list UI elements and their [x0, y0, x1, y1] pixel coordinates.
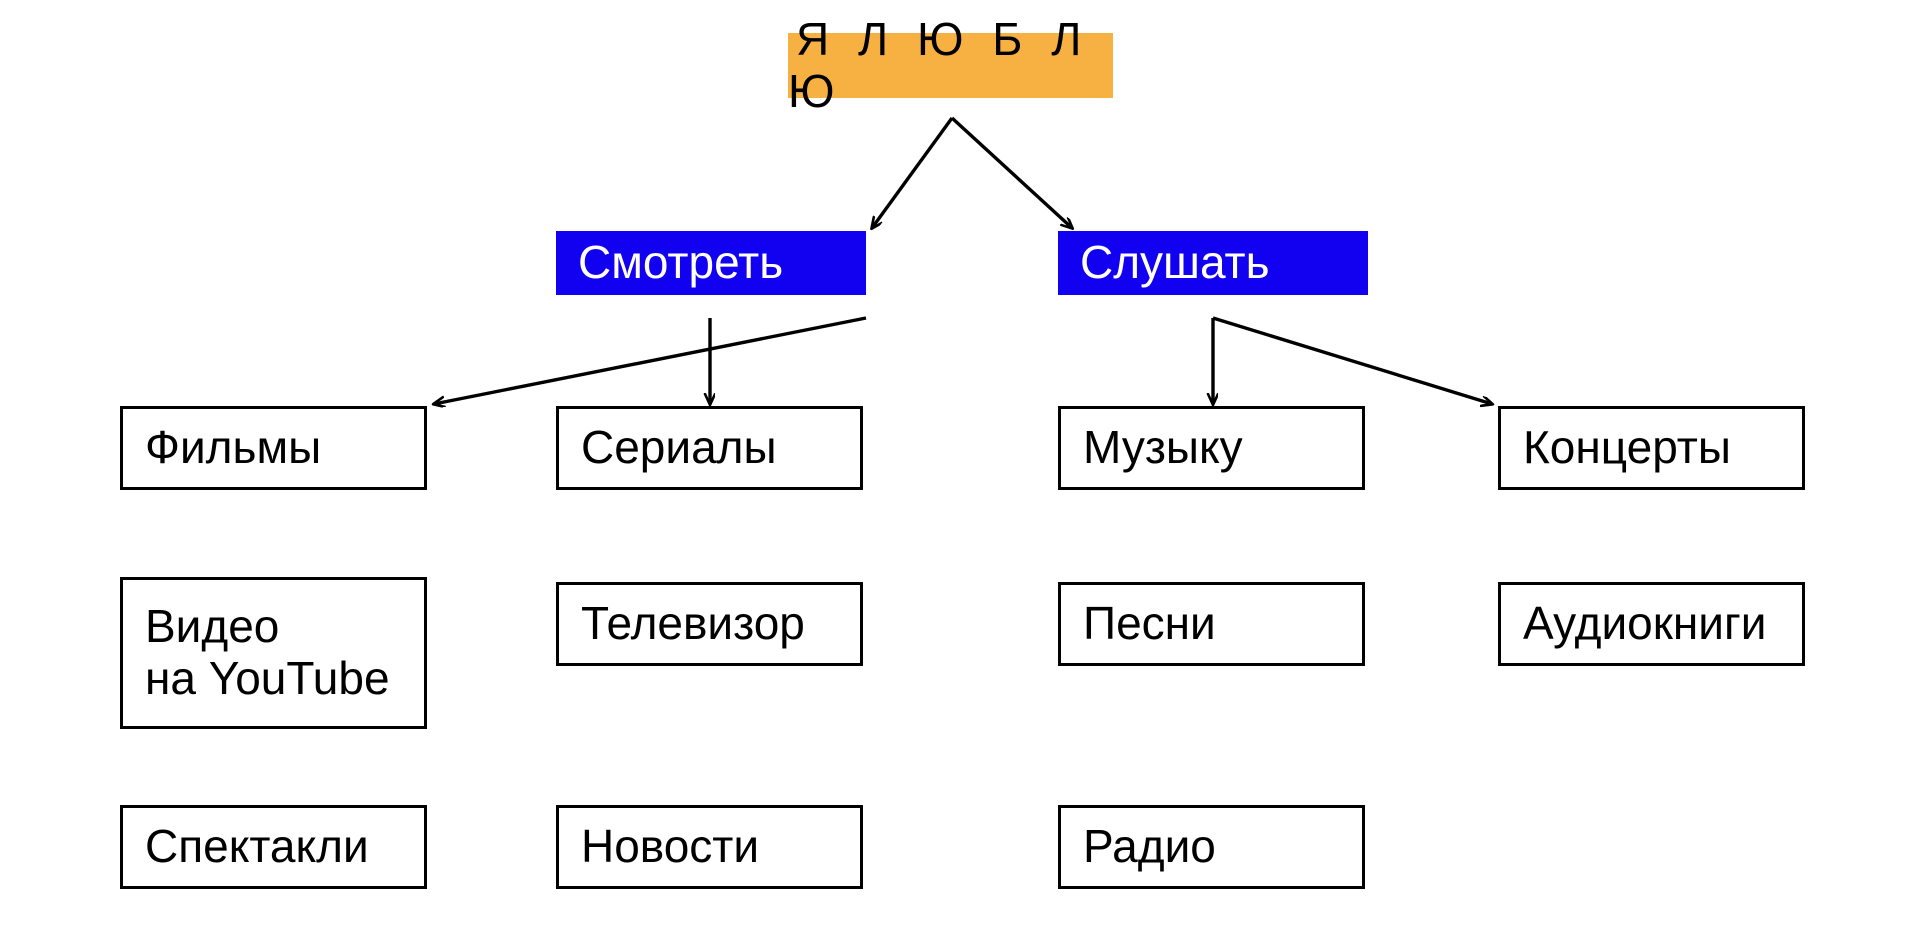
- node-leaf-koncerty-label: Концерты: [1523, 421, 1731, 474]
- node-leaf-novosti[interactable]: Новости: [556, 805, 863, 889]
- node-leaf-televizor[interactable]: Телевизор: [556, 582, 863, 666]
- node-branch-slushat-label: Слушать: [1080, 236, 1270, 289]
- node-branch-slushat[interactable]: Слушать: [1058, 231, 1368, 295]
- edge-root-to-slushat: [950, 116, 1072, 228]
- node-leaf-novosti-label: Новости: [581, 820, 760, 873]
- node-root-ya-lyublyu[interactable]: Я Л Ю Б Л Ю: [788, 13, 1113, 116]
- node-leaf-pesni-label: Песни: [1083, 597, 1216, 650]
- node-root-label: Я Л Ю Б Л Ю: [788, 12, 1090, 117]
- node-branch-smotret-label: Смотреть: [578, 236, 784, 289]
- edge-root-to-smotret: [872, 117, 954, 228]
- node-leaf-radio[interactable]: Радио: [1058, 805, 1365, 889]
- node-leaf-muzyku[interactable]: Музыку: [1058, 406, 1365, 490]
- node-leaf-audioknigi-label: Аудиокниги: [1523, 597, 1767, 650]
- node-leaf-koncerty[interactable]: Концерты: [1498, 406, 1805, 490]
- node-leaf-serialy-label: Сериалы: [581, 421, 777, 474]
- node-leaf-radio-label: Радио: [1083, 820, 1216, 873]
- node-leaf-spektakli[interactable]: Спектакли: [120, 805, 427, 889]
- node-branch-smotret[interactable]: Смотреть: [556, 231, 866, 295]
- node-leaf-audioknigi[interactable]: Аудиокниги: [1498, 582, 1805, 666]
- node-leaf-pesni[interactable]: Песни: [1058, 582, 1365, 666]
- node-leaf-muzyku-label: Музыку: [1083, 421, 1243, 474]
- node-leaf-filmy[interactable]: Фильмы: [120, 406, 427, 490]
- edge-slushat-to-koncerty: [1212, 316, 1492, 404]
- node-leaf-serialy[interactable]: Сериалы: [556, 406, 863, 490]
- node-leaf-video-na-youtube-label: Видео на YouTube: [145, 600, 390, 704]
- node-leaf-televizor-label: Телевизор: [581, 597, 805, 650]
- node-leaf-filmy-label: Фильмы: [145, 421, 322, 474]
- node-leaf-spektakli-label: Спектакли: [145, 820, 369, 873]
- edge-smotret-to-filmy: [434, 316, 867, 404]
- node-leaf-video-na-youtube[interactable]: Видео на YouTube: [120, 577, 427, 729]
